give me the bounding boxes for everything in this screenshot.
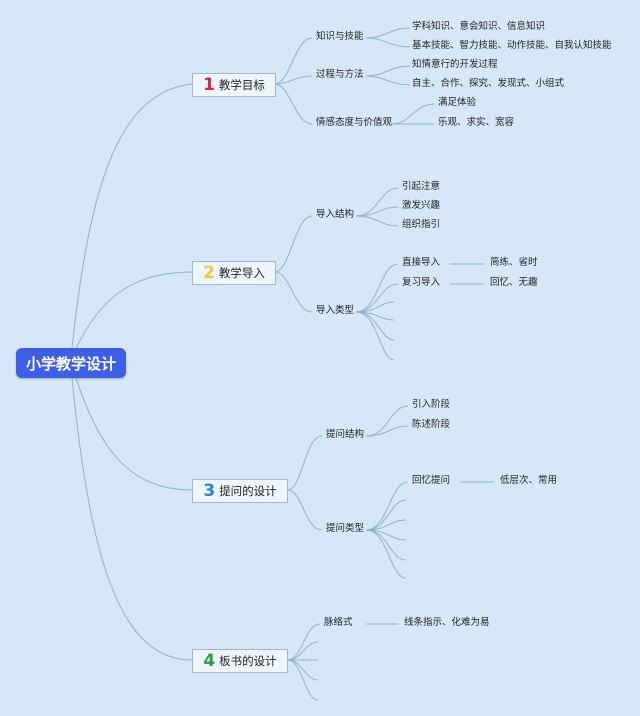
topic-board-outline: 脉络式 bbox=[324, 617, 353, 628]
link-b1-process bbox=[274, 75, 313, 85]
detail-label: 回忆、无趣 bbox=[490, 277, 538, 288]
link-process-1 bbox=[365, 65, 411, 77]
link-structure-1 bbox=[355, 187, 399, 217]
branch-label: 提问的设计 bbox=[219, 484, 277, 498]
link-types-6 bbox=[355, 311, 395, 361]
link-b1-emotion bbox=[274, 83, 313, 125]
detail-label: 低层次、常用 bbox=[500, 475, 558, 486]
link-structure-3 bbox=[355, 215, 399, 227]
topic-question-structure: 提问结构 bbox=[326, 429, 365, 440]
subtopic-label: 直接导入 bbox=[402, 257, 441, 268]
link-process-2 bbox=[365, 75, 411, 86]
subtopic-label: 陈述阶段 bbox=[412, 419, 451, 430]
link-b4-4 bbox=[287, 659, 319, 681]
subtopic-label: 激发兴趣 bbox=[402, 200, 441, 211]
branch-number: 3 bbox=[203, 481, 216, 501]
branch-number: 2 bbox=[203, 263, 215, 283]
branch-node-4: 4 板书的设计 bbox=[192, 649, 288, 673]
subtopic-label: 组织指引 bbox=[402, 219, 441, 230]
link-b4-5 bbox=[287, 659, 319, 701]
subtopic-label: 学科知识、意会知识、信息知识 bbox=[412, 21, 546, 32]
branch-label: 板书的设计 bbox=[219, 654, 277, 668]
branch-node-1: 1 教学目标 bbox=[192, 73, 276, 97]
link-root-b3 bbox=[75, 377, 193, 491]
topic-knowledge-skills: 知识与技能 bbox=[316, 31, 364, 42]
branch-number: 4 bbox=[203, 651, 216, 671]
link-types-2 bbox=[355, 283, 399, 313]
subtopic-label: 基本技能、智力技能、动作技能、自我认知技能 bbox=[412, 40, 612, 51]
link-q-types-1 bbox=[365, 481, 409, 531]
topic-process-method: 过程与方法 bbox=[316, 69, 364, 80]
subtopic-label: 复习导入 bbox=[402, 277, 441, 288]
detail-label: 线条指示、化难为易 bbox=[404, 617, 490, 628]
link-b4-2 bbox=[287, 641, 319, 661]
detail-label: 简练、省时 bbox=[490, 257, 538, 268]
branch-label: 教学导入 bbox=[218, 266, 265, 280]
subtopic-label: 引起注意 bbox=[402, 181, 441, 192]
topic-intro-types: 导入类型 bbox=[316, 305, 355, 316]
link-root-b2 bbox=[75, 271, 193, 349]
root-node: 小学教学设计 bbox=[16, 348, 126, 378]
link-types-1 bbox=[355, 263, 399, 313]
branch-node-3: 3 提问的设计 bbox=[192, 479, 288, 503]
topic-intro-structure: 导入结构 bbox=[316, 209, 355, 220]
topic-question-types: 提问类型 bbox=[326, 523, 365, 534]
subtopic-label: 知情意行的开发过程 bbox=[412, 59, 498, 70]
subtopic-label: 回忆提问 bbox=[412, 475, 451, 486]
link-types-5 bbox=[355, 311, 395, 341]
branch-label: 教学目标 bbox=[218, 78, 265, 92]
link-b2-types bbox=[274, 271, 313, 313]
subtopic-label: 乐观、求实、宽容 bbox=[438, 117, 515, 128]
link-q-types-6 bbox=[365, 529, 407, 579]
branch-number: 1 bbox=[203, 75, 215, 95]
link-knowledge-2 bbox=[365, 37, 411, 48]
link-q-structure-2 bbox=[365, 425, 409, 437]
link-q-types-3 bbox=[365, 519, 407, 531]
link-root-b4 bbox=[71, 377, 193, 661]
topic-emotion-values: 情感态度与价值观 bbox=[316, 117, 393, 128]
link-knowledge-1 bbox=[365, 27, 411, 39]
link-q-types-2 bbox=[365, 499, 407, 531]
link-b1-knowledge bbox=[274, 37, 313, 85]
link-root-b1 bbox=[71, 83, 193, 349]
link-b3-types bbox=[287, 489, 323, 531]
link-b3-structure bbox=[287, 435, 323, 491]
branch-node-2: 2 教学导入 bbox=[192, 261, 276, 285]
link-emotion-1 bbox=[391, 103, 435, 125]
link-b4-1 bbox=[287, 623, 321, 661]
link-b2-structure bbox=[274, 215, 313, 273]
link-q-structure-1 bbox=[365, 405, 409, 437]
subtopic-label: 满足体验 bbox=[438, 97, 477, 108]
subtopic-label: 自主、合作、探究、发现式、小组式 bbox=[412, 78, 565, 89]
link-structure-2 bbox=[355, 206, 399, 217]
subtopic-label: 引入阶段 bbox=[412, 399, 451, 410]
